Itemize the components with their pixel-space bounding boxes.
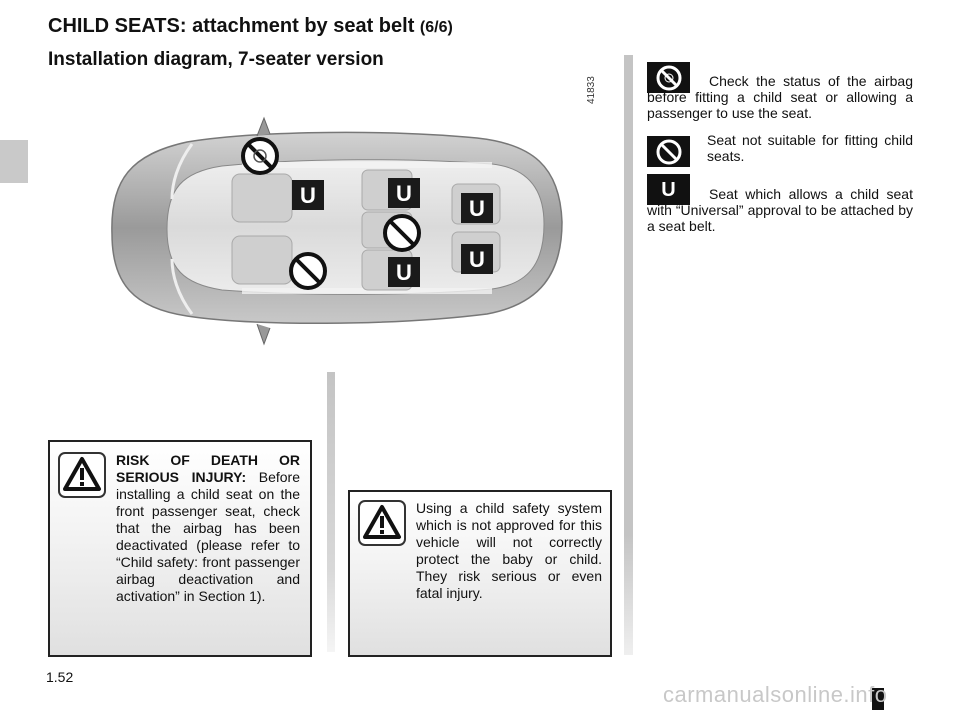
warning-triangle-icon — [58, 452, 106, 498]
warning-text-approval-body: Using a child safety system which is not… — [416, 500, 602, 601]
prohibited-icon — [656, 139, 681, 164]
legend-item-universal: U Seat which allows a child seat with “U… — [647, 174, 913, 240]
u-marker-label: U — [300, 183, 316, 208]
airbag-prohibited-marker — [241, 137, 279, 175]
legend-text-universal: Seat which allows a child seat with “Uni… — [647, 174, 913, 234]
warning-triangle-icon — [358, 500, 406, 546]
warning-text-airbag: RISK OF DEATH OR SERIOUS INJURY: Before … — [60, 452, 300, 605]
prohibited-marker-driver — [289, 252, 327, 290]
warning-triangle-icon — [363, 505, 401, 539]
airbag-child-seat-prohibited-icon — [647, 62, 690, 93]
airbag-child-seat-prohibited-icon — [656, 65, 681, 90]
watermark: carmanualsonline.info — [663, 682, 888, 707]
prohibited-marker-row2-middle — [383, 214, 421, 252]
warning-triangle-icon — [63, 457, 101, 491]
corner-mark — [872, 688, 884, 710]
warning-lead: RISK OF DEATH OR SERIOUS INJURY: — [116, 452, 300, 485]
legend-item-airbag: Check the status of the airbag before fi… — [647, 62, 913, 124]
warning-box-airbag: RISK OF DEATH OR SERIOUS INJURY: Before … — [48, 440, 312, 657]
page-title-text: CHILD SEATS: attachment by seat belt — [48, 15, 415, 37]
legend-text-airbag-content: Check the status of the airbag before fi… — [647, 73, 913, 121]
u-marker-row3-left: U — [461, 193, 493, 223]
page-number: 1.52 — [46, 669, 74, 685]
side-tab-marker — [0, 140, 28, 183]
page-title: CHILD SEATS: attachment by seat belt (6/… — [48, 15, 453, 38]
page-title-suffix: (6/6) — [419, 19, 453, 36]
warning-text-airbag-body: Before installing a child seat on the fr… — [116, 469, 300, 604]
column-divider — [624, 55, 633, 655]
car-seating-diagram: U U U U U — [111, 116, 563, 346]
diagram-code: 41833 — [586, 76, 597, 104]
u-marker-label: U — [469, 247, 485, 272]
u-marker-row3-right: U — [461, 244, 493, 274]
universal-u-icon: U — [647, 174, 690, 205]
legend-text-universal-content: Seat which allows a child seat with “Uni… — [647, 186, 913, 234]
u-marker-front-passenger: U — [292, 180, 324, 210]
warning-box-approval: Using a child safety system which is not… — [348, 490, 612, 657]
legend-item-prohibited: Seat not suitable for fitting child seat… — [647, 130, 913, 170]
u-marker-row2-right: U — [388, 257, 420, 287]
warning-text-approval: Using a child safety system which is not… — [360, 500, 602, 602]
legend-text-airbag: Check the status of the airbag before fi… — [647, 62, 913, 121]
section-subtitle: Installation diagram, 7-seater version — [48, 49, 384, 70]
u-marker-label: U — [469, 196, 485, 221]
u-marker-label: U — [396, 181, 412, 206]
column-divider-lower — [327, 372, 335, 652]
u-marker-row2-left: U — [388, 178, 420, 208]
u-marker-label: U — [396, 260, 412, 285]
universal-u-icon-label: U — [661, 178, 676, 201]
prohibited-icon — [647, 136, 690, 167]
car-body — [111, 116, 563, 346]
legend-text-prohibited: Seat not suitable for fitting child seat… — [707, 132, 913, 164]
